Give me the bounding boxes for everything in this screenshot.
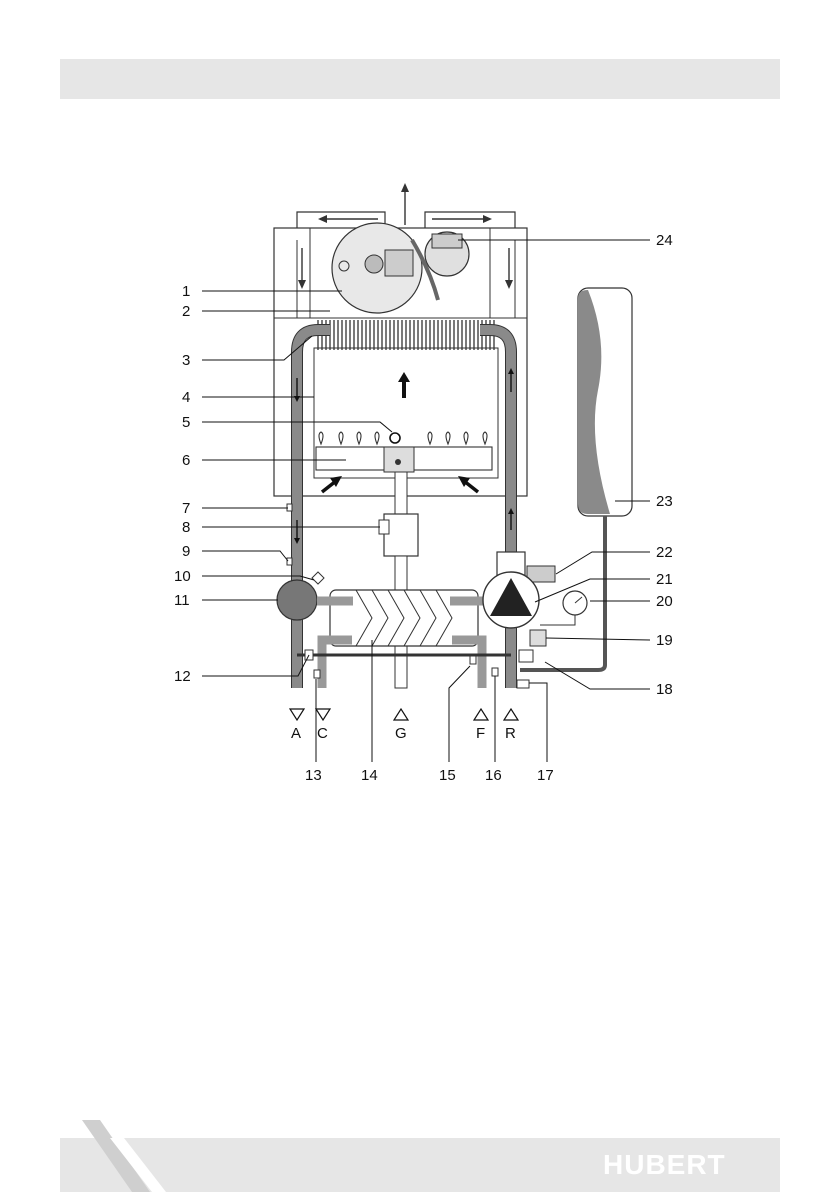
gas-pipe-upper: [395, 472, 407, 514]
callout-7: 7: [182, 500, 190, 517]
diverter-valve-handle: [312, 572, 324, 584]
connection-G: G: [395, 725, 407, 742]
callout-20: 20: [656, 593, 673, 610]
callout-22: 22: [656, 544, 673, 561]
callout-2: 2: [182, 303, 190, 320]
filling-tap-body: [519, 650, 533, 662]
dhw-ntc-sensor: [470, 656, 476, 664]
footer-stripe-1: [82, 1120, 150, 1192]
brand-logo: HUBERT: [603, 1149, 726, 1180]
callout-16: 16: [485, 767, 502, 784]
connection-C: C: [317, 725, 328, 742]
pressure-sensor: [492, 668, 498, 676]
connection-markers: [290, 709, 518, 720]
diverter-valve: [277, 580, 317, 620]
flue-arrow-left-head: [318, 215, 327, 223]
connection-R: R: [505, 725, 516, 742]
gas-valve-coil: [379, 520, 389, 534]
callout-3: 3: [182, 352, 190, 369]
callout-12: 12: [174, 668, 191, 685]
callout-4: 4: [182, 389, 190, 406]
callout-9: 9: [182, 543, 190, 560]
callout-19: 19: [656, 632, 673, 649]
callout-1: 1: [182, 283, 190, 300]
ignition-electrode: [390, 433, 400, 443]
callout-6: 6: [182, 452, 190, 469]
flue-arrow-right-head: [483, 215, 492, 223]
callout-10: 10: [174, 568, 191, 585]
air-arrow-right-down-head: [505, 280, 513, 289]
pressure-gauge-line: [540, 615, 575, 625]
callout-5: 5: [182, 414, 190, 431]
callout-8: 8: [182, 519, 190, 536]
fan-hub: [365, 255, 383, 273]
flow-sensor: [314, 670, 320, 678]
filling-tap: [530, 630, 546, 646]
heat-exchanger-fins: [316, 320, 496, 350]
callout-24: 24: [656, 232, 673, 249]
burner-flames: [319, 432, 487, 444]
callout-15: 15: [439, 767, 456, 784]
manifold-screw: [395, 459, 401, 465]
flue-outlet: [297, 212, 515, 228]
callout-23: 23: [656, 493, 673, 510]
air-arrow-left-down-head: [298, 280, 306, 289]
footer-decoration: HUBERT: [0, 1110, 840, 1192]
hot-gas-arrow-head: [398, 372, 410, 382]
dhw-cold-pipe-C: [322, 640, 352, 688]
flue-arrow-up-head: [401, 183, 409, 192]
safety-thermostat: [287, 558, 292, 565]
fan-motor: [385, 250, 413, 276]
connection-A: A: [291, 725, 301, 742]
callout-17: 17: [537, 767, 554, 784]
connection-F: F: [476, 725, 485, 742]
air-vent-cap: [527, 566, 555, 582]
callout-11: 11: [174, 592, 190, 609]
callout-14: 14: [361, 767, 378, 784]
callout-13: 13: [305, 767, 322, 784]
callout-18: 18: [656, 681, 673, 698]
safety-valve: [517, 680, 529, 688]
callout-21: 21: [656, 571, 673, 588]
heating-return-pipe-fill: [480, 330, 511, 688]
pressure-switch-top: [432, 234, 462, 248]
